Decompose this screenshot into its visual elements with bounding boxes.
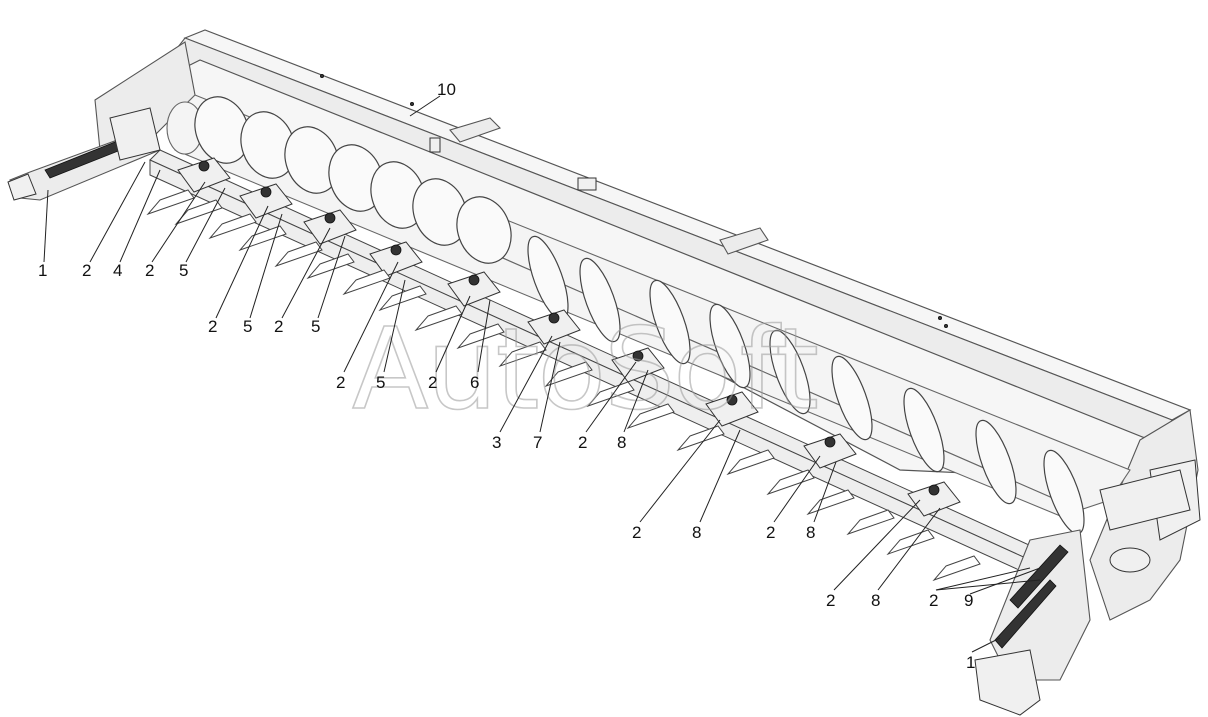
callout-1-left: 1 [38,261,47,280]
callout-6: 6 [470,373,479,392]
gearbox-bolt [260,186,272,198]
gearbox-bolt [726,394,738,406]
crop-lifter-finger [766,469,815,496]
callout-labels: 10 1 2 4 2 5 2 5 2 5 2 5 2 6 3 7 2 8 2 8… [38,80,975,672]
crop-lifter-finger [806,489,855,516]
crop-lifter-finger [586,381,635,408]
callout-2: 2 [826,591,835,610]
callout-8: 8 [692,523,701,542]
callout-2: 2 [208,317,217,336]
gearbox-bolt [928,484,940,496]
auger-flights [194,96,1085,535]
callout-8: 8 [871,591,880,610]
auger-flight [769,329,811,415]
auger-flight [975,419,1017,505]
gearbox-bolt [468,274,480,286]
header-frame [94,29,1201,621]
callout-1-right: 1 [966,653,975,672]
callout-9: 9 [964,591,973,610]
gearbox-bolt [824,436,836,448]
gearbox-bolt [632,350,644,362]
row-units [146,157,981,582]
callout-7: 7 [533,433,542,452]
auger-flight [579,257,621,343]
gearbox-bolt [390,244,402,256]
watermark: AutoSoft [352,305,817,435]
crop-lifter-finger [846,509,895,536]
crop-lifter-finger [306,253,355,280]
callout-2: 2 [82,261,91,280]
leader-lines [43,95,1041,653]
crop-lifter-finger [456,323,505,350]
callout-2: 2 [929,591,938,610]
callout-8: 8 [806,523,815,542]
callout-2: 2 [428,373,437,392]
gearbox-bolt [198,160,210,172]
callout-2: 2 [766,523,775,542]
callout-2: 2 [145,261,154,280]
callout-2: 2 [274,317,283,336]
crop-lifter-finger [676,425,725,452]
crop-lifter-finger [726,449,775,476]
crop-lifter-finger [498,341,547,368]
left-drive-chain [7,107,161,201]
gearbox-bolt [324,212,336,224]
callout-3: 3 [492,433,501,452]
callout-2: 2 [632,523,641,542]
crop-lifter-finger [208,213,257,240]
crop-lifter-finger [274,241,323,268]
gearbox-bolt [548,312,560,324]
auger-flight [456,196,512,264]
callout-5: 5 [243,317,252,336]
callout-5: 5 [376,373,385,392]
callout-2: 2 [578,433,587,452]
auger-flight [709,303,751,389]
crop-lifter-finger [886,529,935,556]
auger-flight [649,279,691,365]
auger-flight [903,387,945,473]
callout-5: 5 [311,317,320,336]
crop-lifter-finger [626,403,675,430]
callout-8: 8 [617,433,626,452]
crop-lifter-finger [932,555,981,582]
callout-10: 10 [437,80,456,99]
right-drive-chain [974,469,1191,716]
crop-lifter-finger [238,225,287,252]
callout-4: 4 [113,261,122,280]
callout-5: 5 [179,261,188,280]
callout-2: 2 [336,373,345,392]
crop-lifter-finger [378,285,427,312]
crop-lifter-finger [174,199,223,226]
crop-lifter-finger [544,361,593,388]
auger-flight [831,355,873,441]
